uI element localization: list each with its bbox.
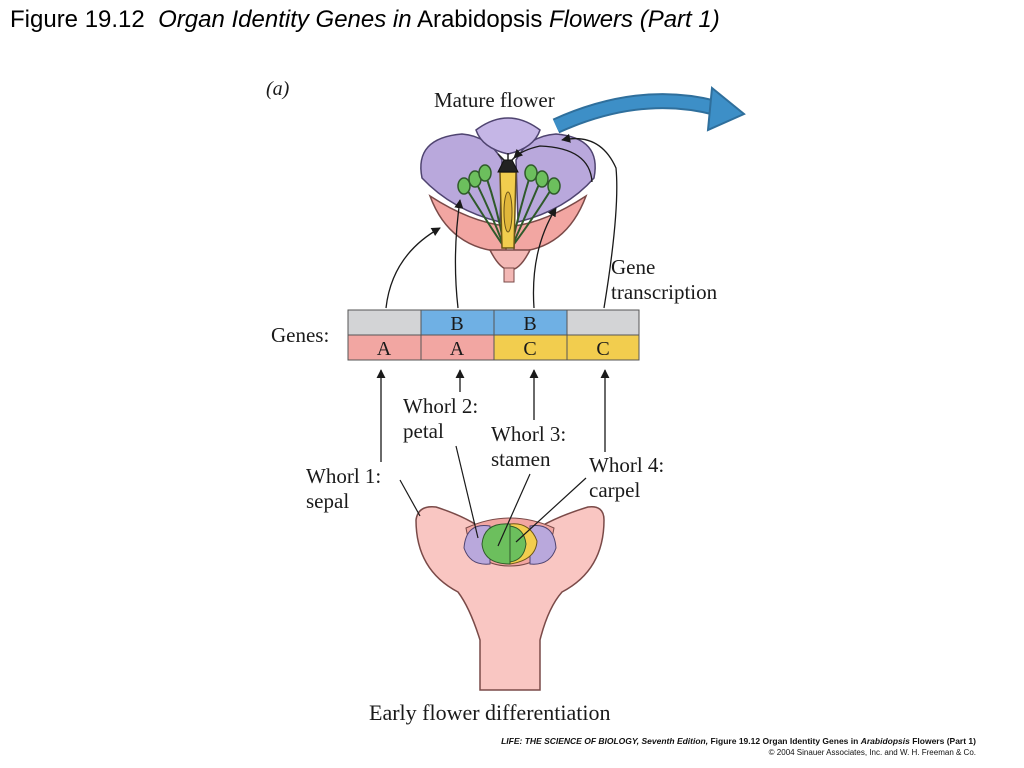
gene-table: B B A A C C	[347, 309, 640, 361]
gene-label-bottom-3: C	[523, 338, 536, 360]
whorl-1-label: Whorl 1: sepal	[306, 464, 386, 513]
whorl-4-line-1: Whorl 4:	[589, 453, 664, 477]
whorl-3-line-2: stamen	[491, 447, 551, 471]
gene-label-bottom-1: A	[377, 338, 392, 360]
early-flower-illustration	[415, 506, 605, 691]
gene-cell-bottom-1	[347, 334, 422, 361]
credit-species: Arabidopsis	[860, 736, 910, 746]
gene-cell-bottom-3	[493, 334, 568, 361]
gene-cell-top-4	[566, 309, 640, 336]
blue-development-arrow	[552, 86, 746, 134]
genes-label: Genes:	[271, 323, 329, 347]
gene-label-top-2: B	[450, 313, 463, 335]
gene-label-top-3: B	[523, 313, 536, 335]
whorl-1-line-1: Whorl 1:	[306, 464, 381, 488]
mature-flower-label: Mature flower	[434, 88, 555, 112]
title-species: Arabidopsis	[416, 6, 543, 33]
whorl-2-line-1: Whorl 2:	[403, 394, 478, 418]
gene-transcription-line-1: Gene	[611, 255, 655, 279]
credit-copyright: © 2004 Sinauer Associates, Inc. and W. H…	[768, 748, 976, 757]
gene-row-top: B B	[347, 309, 640, 336]
gene-transcription-label: Gene transcription	[611, 255, 718, 304]
gene-transcription-arrows	[385, 133, 618, 309]
gene-label-bottom-2: A	[450, 338, 465, 360]
panel-label: (a)	[266, 78, 290, 100]
title-italic-part1: Organ Identity Genes in	[158, 6, 412, 33]
whorl-4-line-2: carpel	[589, 478, 640, 502]
credit-line-1: LIFE: THE SCIENCE OF BIOLOGY, Seventh Ed…	[501, 736, 976, 747]
gene-row-bottom: A A C C	[347, 334, 640, 361]
credit-figure-text-2: Flowers (Part 1)	[912, 736, 976, 746]
credit-figure-text: Figure 19.12 Organ Identity Genes in	[710, 736, 859, 746]
title-prefix: Figure 19.12	[10, 6, 145, 33]
gene-transcription-line-2: transcription	[611, 280, 718, 304]
gene-cell-bottom-4	[566, 334, 640, 361]
gene-cell-top-1	[347, 309, 422, 336]
whorl-4-label: Whorl 4: carpel	[589, 453, 669, 502]
slide-title: Figure 19.12 Organ Identity Genes in Ara…	[10, 6, 720, 34]
whorl-3-line-1: Whorl 3:	[491, 422, 566, 446]
gene-cell-top-2	[420, 309, 495, 336]
whorl-2-label: Whorl 2: petal	[403, 394, 483, 443]
whorl-leader-lines	[399, 445, 587, 547]
whorl-3-label: Whorl 3: stamen	[491, 422, 571, 471]
whorl-2-line-2: petal	[403, 419, 444, 443]
title-italic-part2: Flowers (Part 1)	[549, 6, 720, 33]
gene-label-bottom-4: C	[596, 338, 609, 360]
early-flower-label: Early flower differentiation	[369, 700, 611, 725]
credit-book-title: LIFE: THE SCIENCE OF BIOLOGY, Seventh Ed…	[501, 736, 709, 746]
whorl-to-gene-arrows	[376, 369, 610, 462]
figure-credit: LIFE: THE SCIENCE OF BIOLOGY, Seventh Ed…	[501, 736, 976, 758]
gene-cell-bottom-2	[420, 334, 495, 361]
mature-flower-illustration	[420, 117, 596, 283]
gene-cell-top-3	[493, 309, 568, 336]
whorl-1-line-2: sepal	[306, 489, 349, 513]
